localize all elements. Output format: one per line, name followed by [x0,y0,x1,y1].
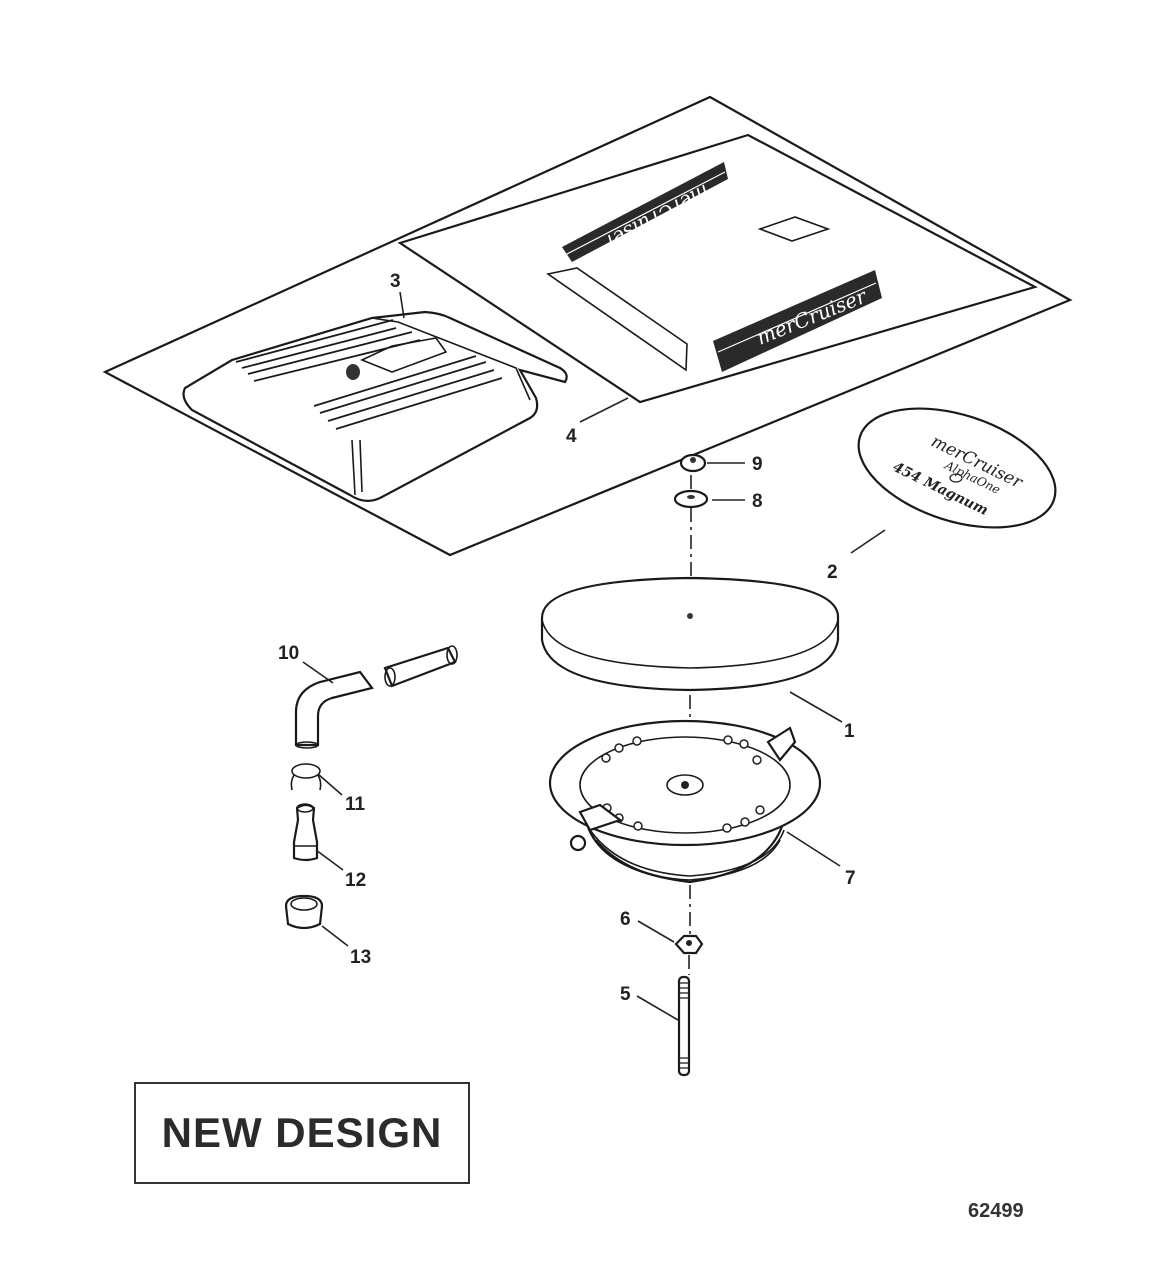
callout-8: 8 [752,491,763,512]
washer-8 [673,489,709,509]
cap-13 [284,894,324,930]
leader-lines [302,291,886,1021]
fitting-12 [292,803,319,862]
callout-5: 5 [620,984,631,1005]
engine-cover [182,310,568,502]
flame-arrestor [548,719,822,884]
callout-4: 4 [566,426,577,447]
nut-6 [674,934,704,955]
callout-13: 13 [350,947,371,968]
arrestor-cover [540,576,840,692]
callout-9: 9 [752,454,763,475]
logo-top-text: merCruiser [599,180,714,256]
nut-9 [679,453,707,473]
stud-5 [677,975,691,1077]
callout-3: 3 [390,271,401,292]
callout-labels: 3 4 2 1 7 6 5 9 8 10 11 12 13 [278,271,856,1005]
callout-1: 1 [844,721,855,742]
decal-plate: merCruiser AlphaOne 454 Magnum [857,407,1057,529]
callout-10: 10 [278,643,299,664]
clamp-11 [290,763,322,791]
callout-11: 11 [345,794,366,815]
new-design-note: NEW DESIGN [134,1082,470,1184]
callout-2: 2 [827,562,838,583]
callout-6: 6 [620,909,631,930]
callout-12: 12 [345,870,366,891]
figure-number: 62499 [968,1200,1024,1222]
hose-10 [294,645,458,749]
new-design-label: NEW DESIGN [161,1109,443,1156]
callout-7: 7 [845,868,856,889]
